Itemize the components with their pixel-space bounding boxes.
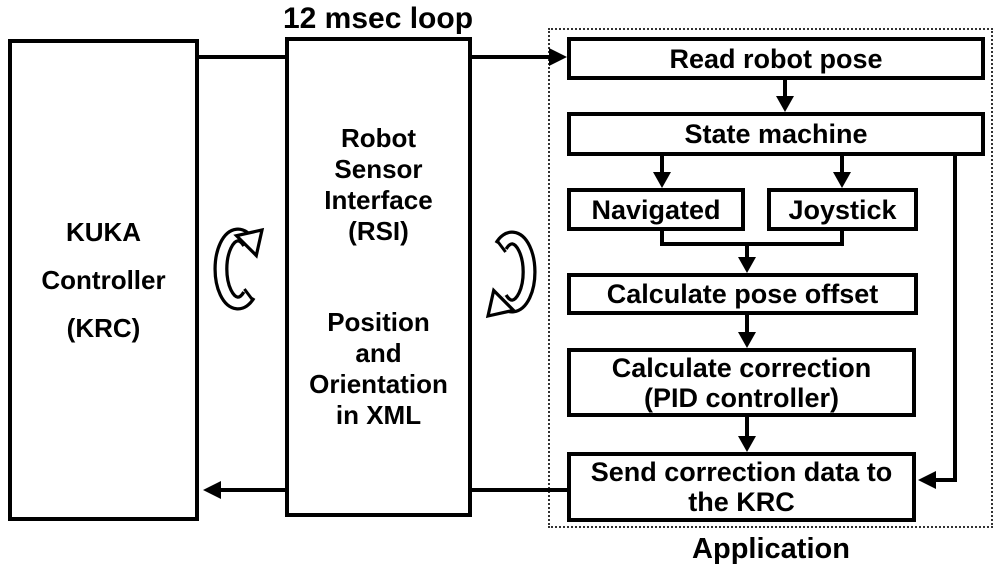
flow-label-read-robot-pose: Read robot pose <box>669 43 883 74</box>
flow-label-navigated: Navigated <box>591 194 721 225</box>
rsi-title-stanza: Robot Sensor Interface (RSI) <box>324 123 433 246</box>
arrow-state-machine-to-navigated <box>653 156 671 188</box>
rsi-box: Robot Sensor Interface (RSI) Position an… <box>285 37 472 517</box>
flow-label-state-machine: State machine <box>684 119 868 149</box>
flow-label-joystick: Joystick <box>788 194 897 225</box>
application-controller-label: Application Controller <box>692 533 850 570</box>
arrow-state-machine-to-joystick <box>833 156 851 188</box>
flow-box-send-correction-data: Send correction data to the KRC <box>567 452 916 522</box>
arrow-merge-to-calc-offset <box>660 231 844 273</box>
rsi-label: Robot Sensor Interface (RSI) Position an… <box>309 123 448 431</box>
arrow-calc-offset-to-calc-correction <box>738 315 756 348</box>
flow-label-send-correction-data: Send correction data to the KRC <box>590 457 893 517</box>
flow-label-calculate-pose-offset: Calculate pose offset <box>606 279 879 309</box>
loop-title: 12 msec loop <box>282 2 474 35</box>
cycle-arrow-rsi-app <box>485 230 537 319</box>
kuka-line-3: (KRC) <box>66 313 141 343</box>
flow-box-calculate-correction: Calculate correction (PID controller) <box>567 348 916 417</box>
flow-box-joystick: Joystick <box>767 188 918 231</box>
cycle-arrow-kuka-rsi <box>213 227 265 311</box>
arrow-state-machine-bypass-to-send <box>918 156 957 489</box>
arrow-read-pose-to-state-machine <box>776 80 794 112</box>
flow-box-state-machine: State machine <box>567 112 985 156</box>
kuka-line-2: Controller <box>41 265 166 295</box>
arrow-calc-correction-to-send <box>738 417 756 452</box>
flow-label-calculate-correction: Calculate correction (PID controller) <box>611 352 872 413</box>
kuka-controller-label: KUKA Controller (KRC) <box>41 208 165 352</box>
kuka-controller-box: KUKA Controller (KRC) <box>8 39 199 521</box>
flow-box-navigated: Navigated <box>567 188 745 231</box>
rsi-payload-stanza: Position and Orientation in XML <box>309 307 448 430</box>
flow-box-read-robot-pose: Read robot pose <box>567 37 985 80</box>
kuka-line-1: KUKA <box>65 217 142 247</box>
flow-box-calculate-pose-offset: Calculate pose offset <box>567 273 918 315</box>
